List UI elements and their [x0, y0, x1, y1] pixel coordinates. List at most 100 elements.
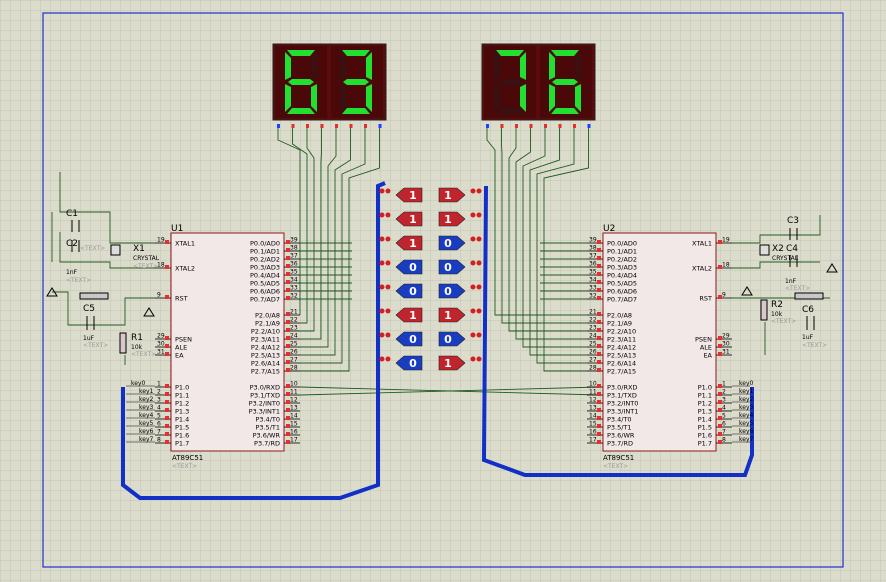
key-label: key4: [139, 412, 154, 419]
pin-name: P1.4: [698, 416, 712, 424]
chip-u1-text: <TEXT>: [172, 463, 197, 470]
display-pin: [573, 124, 576, 128]
display-pin: [500, 124, 504, 128]
pin-marker: [286, 432, 290, 436]
pin-number: 1: [157, 381, 161, 388]
pin-marker: [286, 392, 290, 396]
key-label: key3: [739, 404, 754, 411]
key-label: key4: [739, 412, 754, 419]
pin-marker: [597, 296, 601, 300]
pin-marker: [286, 408, 290, 412]
pin-name: P3.0/RXD: [607, 384, 637, 392]
reset-button[interactable]: [794, 292, 824, 300]
pin-number: 26: [290, 349, 298, 356]
pin-number: 19: [722, 237, 730, 244]
pin-marker: [165, 336, 169, 340]
pin-marker: [165, 265, 169, 269]
pin-name: P2.0/A8: [607, 312, 632, 320]
probe-value: 0: [444, 333, 452, 346]
crystal-x1: [110, 244, 121, 256]
pin-name: P3.5/T1: [255, 424, 280, 432]
probe-value: 1: [444, 309, 452, 322]
pin-number: 25: [290, 341, 298, 348]
probe-value: 0: [409, 333, 417, 346]
pin-marker: [597, 416, 601, 420]
pin-number: 38: [589, 245, 597, 252]
segment-b: [366, 52, 372, 80]
logic-probe[interactable]: 1: [438, 187, 482, 203]
logic-probe[interactable]: 0: [379, 355, 423, 371]
pin-name: P3.2/INT0: [607, 400, 638, 408]
pin-name: P0.2/AD2: [250, 256, 280, 264]
display-pins: [277, 124, 591, 128]
pin-marker: [286, 296, 290, 300]
logic-probe[interactable]: 1: [379, 307, 423, 323]
segment-f: [549, 52, 555, 80]
pin-marker: [286, 328, 290, 332]
sheet-border: [42, 12, 844, 568]
key-labels: key0key1key2key3key4key5key6key7key0key1…: [126, 380, 754, 443]
pin-number: 37: [290, 253, 298, 260]
display-pin: [587, 124, 591, 128]
pin-number: 32: [290, 293, 298, 300]
pin-number: 9: [722, 292, 726, 299]
pin-number: 22: [589, 317, 597, 324]
pin-number: 15: [290, 421, 298, 428]
logic-probe[interactable]: 1: [438, 307, 482, 323]
display-pin: [349, 124, 353, 128]
pin-name: P3.0/RXD: [250, 384, 280, 392]
reset-button[interactable]: [79, 292, 109, 300]
pin-number: 10: [589, 381, 597, 388]
pin-number: 37: [589, 253, 597, 260]
pin-name: P3.5/T1: [607, 424, 632, 432]
chip-u1-ref: U1: [171, 224, 183, 234]
segment-e: [494, 84, 500, 112]
probe-value: 0: [409, 261, 417, 274]
logic-probe[interactable]: 0: [438, 259, 482, 275]
display-left[interactable]: [272, 43, 387, 121]
pin-name: P3.2/INT0: [249, 400, 280, 408]
probe-value: 1: [444, 357, 452, 370]
pin-number: 12: [589, 397, 597, 404]
logic-probe[interactable]: 1: [379, 211, 423, 227]
pin-marker: [165, 432, 169, 436]
logic-probe[interactable]: 0: [438, 331, 482, 347]
key-label: key0: [131, 380, 146, 387]
logic-probe[interactable]: 1: [438, 355, 482, 371]
logic-probe[interactable]: 0: [379, 283, 423, 299]
pin-number: 16: [290, 429, 298, 436]
logic-probe[interactable]: 0: [379, 259, 423, 275]
pin-marker: [597, 272, 601, 276]
chip-u1-part: AT89C51: [172, 454, 203, 462]
right-support-parts: C3 X2 C4 CRYSTAL 1nF <TEXT> R2 10k <TEXT…: [741, 216, 838, 349]
pin-marker: [597, 360, 601, 364]
logic-probe[interactable]: 1: [379, 235, 423, 251]
logic-probe[interactable]: 0: [438, 235, 482, 251]
logic-probe[interactable]: 1: [379, 187, 423, 203]
r1-ref: R1: [131, 333, 143, 343]
seven-seg-digit: [340, 50, 372, 114]
pin-number: 27: [290, 357, 298, 364]
pin-marker: [718, 440, 722, 444]
logic-probe[interactable]: 1: [438, 211, 482, 227]
pin-number: 26: [589, 349, 597, 356]
logic-probe[interactable]: 0: [379, 331, 423, 347]
key-label: key2: [139, 396, 154, 403]
pin-number: 38: [290, 245, 298, 252]
pin-number: 3: [722, 397, 726, 404]
pin-marker: [597, 368, 601, 372]
pin-marker: [597, 328, 601, 332]
c6-text: <TEXT>: [802, 342, 827, 349]
logic-probe[interactable]: 0: [438, 283, 482, 299]
segment-c: [575, 84, 581, 112]
display-right[interactable]: [481, 43, 596, 121]
pin-number: 33: [589, 285, 597, 292]
segment-a: [287, 50, 315, 56]
pin-number: 7: [157, 429, 161, 436]
pin-name: P0.6/AD6: [250, 288, 280, 296]
pin-name: P1.6: [175, 432, 189, 440]
probe-value: 0: [409, 357, 417, 370]
